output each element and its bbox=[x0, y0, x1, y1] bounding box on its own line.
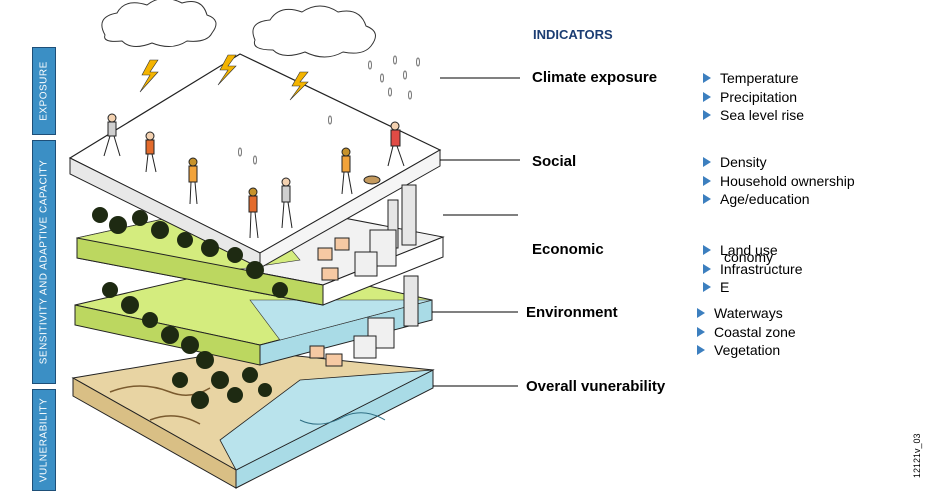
indicator-item: Sea level rise bbox=[702, 106, 804, 125]
side-bar-sensitivity: SENSITIVITY AND ADAPTIVE CAPACITY bbox=[32, 140, 56, 384]
category-economic: Economic bbox=[532, 241, 604, 258]
people bbox=[103, 113, 405, 239]
indicator-list-economic: Land use Infrastructure E bbox=[702, 241, 802, 297]
bullet-triangle-icon bbox=[703, 245, 711, 255]
storm-clouds bbox=[101, 0, 376, 58]
overall-vulnerability-layer bbox=[71, 349, 435, 489]
lightning-bolts bbox=[139, 54, 309, 101]
bullet-triangle-icon bbox=[703, 157, 711, 167]
indicator-item: Vegetation bbox=[696, 341, 796, 360]
indicator-item: Infrastructure bbox=[702, 260, 802, 279]
category-social: Social bbox=[532, 153, 577, 170]
support-pillars bbox=[387, 184, 419, 327]
indicator-list-climate: Temperature Precipitation Sea level rise bbox=[702, 69, 804, 125]
indicator-item: Land use bbox=[702, 241, 802, 260]
side-bar-vulnerability: VULNERABILITY bbox=[32, 389, 56, 491]
indicators-title: INDICATORS bbox=[533, 27, 613, 42]
indicator-item: Precipitation bbox=[702, 88, 804, 107]
bullet-triangle-icon bbox=[697, 345, 705, 355]
side-bar-exposure: EXPOSURE bbox=[32, 47, 56, 135]
bullet-triangle-icon bbox=[697, 308, 705, 318]
rain-drops bbox=[238, 55, 420, 165]
bullet-triangle-icon bbox=[703, 263, 711, 274]
figure-code: 12121v_03 bbox=[912, 433, 922, 478]
category-climate-exposure: Climate exposure bbox=[532, 69, 658, 86]
bullet-triangle-icon bbox=[703, 175, 711, 186]
category-overall-vulnerability: Overall vunerability bbox=[526, 378, 666, 395]
overlapping-text-fragment: conomy bbox=[724, 249, 774, 265]
leader-lines bbox=[432, 77, 520, 387]
bullet-triangle-icon bbox=[697, 326, 705, 337]
category-environment: Environment bbox=[526, 304, 618, 321]
indicator-item: Coastal zone bbox=[696, 323, 796, 342]
bullet-triangle-icon bbox=[703, 282, 711, 292]
side-label-vulnerability: VULNERABILITY bbox=[38, 397, 50, 483]
indicator-item: Temperature bbox=[702, 69, 804, 88]
bullet-triangle-icon bbox=[703, 110, 711, 120]
indicator-item: Density bbox=[702, 153, 855, 172]
indicator-item: Waterways bbox=[696, 304, 796, 323]
bullet-triangle-icon bbox=[703, 91, 711, 102]
indicator-item: Household ownership bbox=[702, 172, 855, 191]
buildings bbox=[309, 229, 397, 367]
forest bbox=[92, 207, 288, 409]
bullet-triangle-icon bbox=[703, 194, 711, 204]
bullet-triangle-icon bbox=[703, 73, 711, 83]
side-label-exposure: EXPOSURE bbox=[38, 61, 50, 121]
side-label-sensitivity: SENSITIVITY AND ADAPTIVE CAPACITY bbox=[38, 159, 50, 365]
indicator-item: E bbox=[702, 278, 802, 297]
indicator-list-environment: Waterways Coastal zone Vegetation bbox=[696, 304, 796, 360]
indicator-list-social: Density Household ownership Age/educatio… bbox=[702, 153, 855, 209]
indicator-item: Age/education bbox=[702, 190, 855, 209]
